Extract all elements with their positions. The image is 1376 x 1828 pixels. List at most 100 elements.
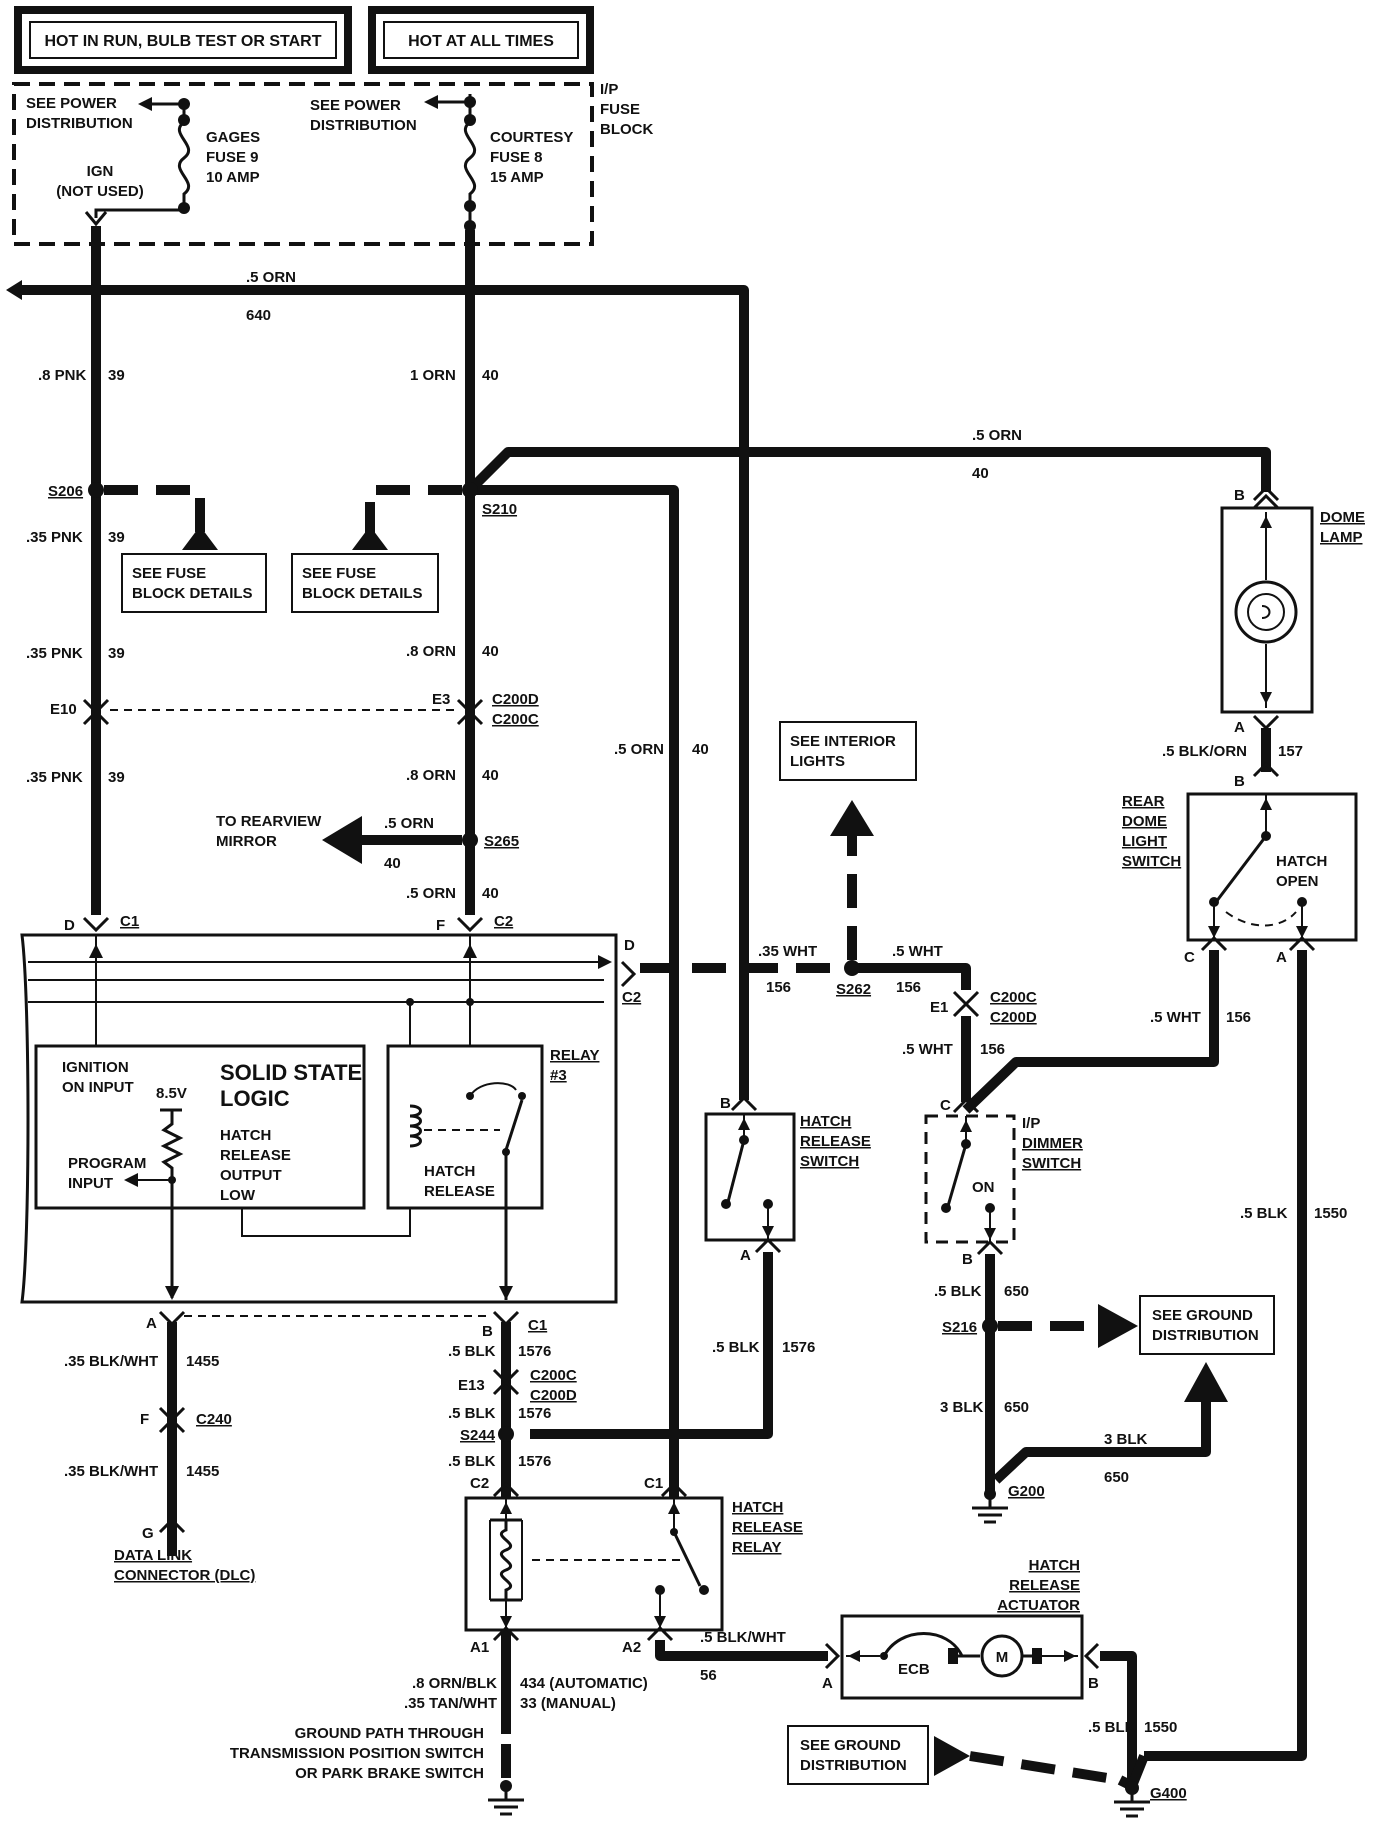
- solid-state-title-1: SOLID STATE: [220, 1060, 362, 1085]
- resistor-8-5v: [160, 1108, 184, 1298]
- splice-s206-label: S206: [48, 483, 83, 500]
- connector-c1-a-label: A: [146, 1315, 157, 1332]
- note-ground-1-line2: DISTRIBUTION: [1152, 1327, 1259, 1344]
- wire-434-circuit-label: 434 (AUTOMATIC): [520, 1675, 648, 1692]
- wire-39-circuit-label-1: 39: [108, 367, 125, 384]
- program-input-label-1: PROGRAM: [68, 1155, 146, 1172]
- wire-434-gauge-label: .8 ORN/BLK: [412, 1675, 497, 1692]
- fuse-details-link-1: [104, 485, 205, 534]
- ground-icon: [972, 1494, 1008, 1524]
- note-rearview-line2: MIRROR: [216, 833, 277, 850]
- hrr-label-3: RELAY: [732, 1539, 781, 1556]
- relay-3-hatch-2: RELEASE: [424, 1183, 495, 1200]
- header-hot-run-text: HOT IN RUN, BULB TEST OR START: [44, 33, 321, 50]
- hrr-connector-c1: [660, 1481, 688, 1498]
- hatch-output-label-4: LOW: [220, 1187, 256, 1204]
- note-ground-path-line2: TRANSMISSION POSITION SWITCH: [230, 1745, 484, 1762]
- connector-e3: [456, 698, 484, 726]
- wire-640-circuit-label: 640: [246, 307, 271, 324]
- dome-a-label: A: [1234, 719, 1245, 736]
- gages-label-1: GAGES: [206, 129, 260, 146]
- actuator-connector-b: [1083, 1642, 1100, 1670]
- ground-icon: [488, 1786, 524, 1816]
- wire-40-gauge-label-1: 1 ORN: [410, 367, 456, 384]
- courtesy-label-3: 15 AMP: [490, 169, 544, 186]
- dome-connector-b: [1252, 485, 1280, 510]
- fuse-8-element: [463, 94, 477, 228]
- relay-3-arc: [469, 1082, 517, 1097]
- dimmer-label-1: I/P: [1022, 1115, 1040, 1132]
- relay-3-label-2: #3: [550, 1067, 567, 1084]
- arrow-right-icon: [1064, 1650, 1076, 1662]
- arrow-up-icon: [500, 1502, 512, 1514]
- arrow-down-icon: [499, 1286, 513, 1300]
- arrow-left-icon: [6, 280, 22, 300]
- fuse-block-title-1: I/P: [600, 81, 618, 98]
- connector-e3-label: E3: [432, 691, 450, 708]
- dimmer-on-label: ON: [972, 1179, 995, 1196]
- program-input-label-2: INPUT: [68, 1175, 113, 1192]
- arrow-up-icon: [463, 944, 477, 958]
- wire-157-circuit-label: 157: [1278, 743, 1303, 760]
- hrs-connector-b: [730, 1095, 758, 1112]
- motor-label: M: [996, 1649, 1009, 1666]
- actuator-a-label: A: [822, 1675, 833, 1692]
- wire-1550-circuit-label-1: 1550: [1314, 1205, 1347, 1222]
- wire-156-to-rear-switch: [962, 950, 1219, 1114]
- dome-connector-a: [1252, 714, 1280, 731]
- ground-icon: [1114, 1788, 1150, 1818]
- triangle-icon: [182, 526, 218, 550]
- ign-label: IGN (NOT USED): [56, 163, 144, 200]
- wire-1550-actuator: [1100, 1651, 1137, 1780]
- wire-650-gauge-label-3: 3 BLK: [1104, 1431, 1148, 1448]
- hrr-label-2: RELEASE: [732, 1519, 803, 1536]
- solid-state-logic-box: [34, 1044, 366, 1210]
- connector-f-label: F: [436, 917, 445, 934]
- dome-label-1: DOME: [1320, 509, 1365, 526]
- wire-1576-circuit-label-3: 1576: [518, 1453, 551, 1470]
- ecb-label: ECB: [898, 1661, 930, 1678]
- connector-c240-f-label: F: [140, 1411, 149, 1428]
- gages-label-3: 10 AMP: [206, 169, 260, 186]
- dimmer-connector-c: [952, 1097, 980, 1114]
- connector-e13-c200c: C200C: [530, 1367, 577, 1384]
- wire-39-gauge-label-1: .8 PNK: [38, 367, 87, 384]
- connector-c2-d-label: D: [624, 937, 635, 954]
- hrr-connector-a1: [492, 1625, 520, 1642]
- connector-c1-d: [82, 916, 110, 933]
- wire-650-to-ground-dist: [992, 1402, 1211, 1484]
- arrow-down-icon: [984, 1228, 996, 1240]
- see-power-2-line1: SEE POWER: [310, 97, 401, 114]
- arrow-left-icon: [124, 1173, 138, 1187]
- hrs-label-2: RELEASE: [800, 1133, 871, 1150]
- arrow-right-icon: [598, 955, 612, 969]
- actuator-label-1: HATCH: [1029, 1557, 1080, 1574]
- connector-c2-f: [456, 916, 484, 933]
- splice-s262-label: S262: [836, 981, 871, 998]
- splice-s206: [88, 482, 104, 498]
- fuse-9-node-mid: [178, 114, 190, 126]
- gages-fuse-label: GAGES FUSE 9 10 AMP: [206, 129, 260, 186]
- wire-40-gauge-label-2: .8 ORN: [406, 643, 456, 660]
- wire-1576-gauge-label-3: .5 BLK: [448, 1453, 496, 1470]
- note-fuse-details-2-line1: SEE FUSE: [302, 565, 376, 582]
- courtesy-label-1: COURTESY: [490, 129, 573, 146]
- wire-mirror-circuit-label: 40: [384, 855, 401, 872]
- arrow-up-icon: [830, 800, 874, 836]
- dimmer-contact: [941, 1203, 951, 1213]
- wire-156-wht-right: [852, 963, 971, 990]
- ignition-input-label-2: ON INPUT: [62, 1079, 134, 1096]
- connector-c1-a: [158, 1310, 186, 1327]
- splice-s265-label: S265: [484, 833, 519, 850]
- bulb-filament: [1261, 605, 1271, 619]
- hrr-connector-c2: [492, 1481, 520, 1498]
- ecb-terminal: [948, 1648, 958, 1664]
- ign-terminal: [84, 211, 108, 227]
- rear-switch-label-4: SWITCH: [1122, 853, 1181, 870]
- wire-650-gauge-label-1: .5 BLK: [934, 1283, 982, 1300]
- splice-s210-label: S210: [482, 501, 517, 518]
- wire-156-gauge-label-2: .5 WHT: [892, 943, 943, 960]
- dlc-label-2: CONNECTOR (DLC): [114, 1567, 255, 1584]
- wire-650-circuit-label-1: 650: [1004, 1283, 1029, 1300]
